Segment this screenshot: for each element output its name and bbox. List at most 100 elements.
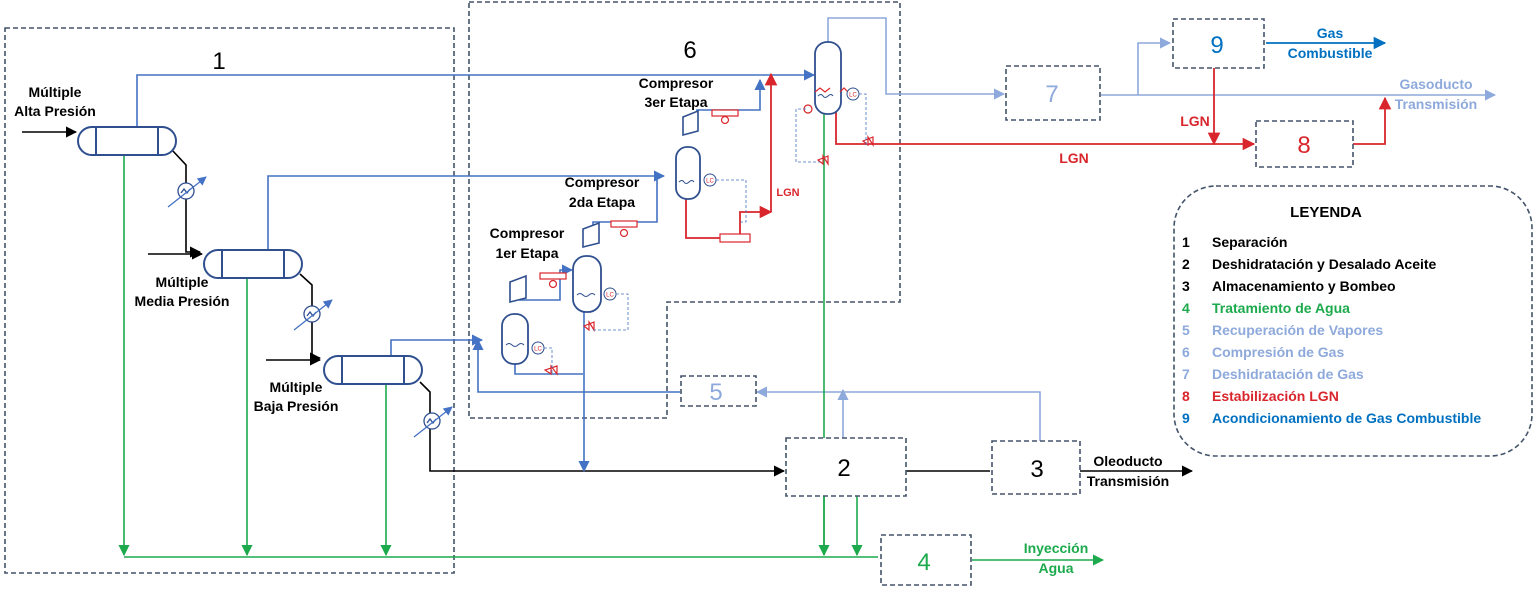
lp-to-area2-line <box>419 381 786 477</box>
compressor-3-label-1: Compresor <box>639 75 714 91</box>
lp-separator <box>323 355 423 385</box>
stabilizer-overhead <box>827 17 1006 100</box>
compressor-3-icon <box>682 109 699 137</box>
compressor-2-label-2: 2da Etapa <box>569 194 635 210</box>
pump-icon <box>719 233 751 243</box>
area-9-box <box>1172 18 1265 69</box>
heat-exchangers <box>167 176 453 438</box>
gas-lines <box>136 69 816 473</box>
valve-3-icon <box>816 153 829 167</box>
injection-label-1: Inyección <box>1024 540 1089 556</box>
area-number-4: 4 <box>917 549 930 576</box>
oleoducto-label-2: Transmisión <box>1087 473 1169 489</box>
mp-manifold-label-2: Media Presión <box>135 293 230 309</box>
area-number-3: 3 <box>1030 456 1043 483</box>
area-6-boundary <box>468 1 901 419</box>
legend-item-text: Acondicionamiento de Gas Combustible <box>1212 410 1481 426</box>
area-1-boundary <box>4 27 455 574</box>
valve-4-icon <box>861 134 874 148</box>
area-number-9: 9 <box>1210 32 1223 59</box>
stream-labels: LGN LGN LGN Gas Combustible Gasoducto Tr… <box>776 25 1477 576</box>
scrubber-1 <box>501 313 529 365</box>
flow-element-2-icon <box>610 220 638 228</box>
comp1-discharge <box>519 264 574 301</box>
fuel-gas-label-2: Combustible <box>1288 45 1373 61</box>
svg-text:LC: LC <box>849 93 857 99</box>
area-number-2: 2 <box>837 455 850 482</box>
equipment-labels: Múltiple Alta Presión Múltiple Media Pre… <box>14 75 714 414</box>
area-boxes <box>680 18 1354 586</box>
hp-gas-line <box>136 69 816 127</box>
vapor-lines <box>755 17 1497 441</box>
area-5-box <box>680 375 757 407</box>
area-number-8: 8 <box>1297 132 1310 159</box>
gasoducto-label-1: Gasoducto <box>1399 76 1472 92</box>
lc-4-icon: LC <box>846 87 860 101</box>
heat-exchanger-2-icon <box>293 299 333 331</box>
legend-item-number: 8 <box>1182 388 1190 404</box>
legend-title: LEYENDA <box>1290 204 1362 221</box>
lc-2-icon: LC <box>603 287 617 301</box>
level-controllers: LC LC LC LC <box>531 87 860 355</box>
legend-item-text: Recuperación de Vapores <box>1212 322 1383 338</box>
legend-item-text: Deshidratación y Desalado Aceite <box>1212 256 1437 272</box>
control-signals <box>544 93 867 374</box>
legend-item-text: Estabilización LGN <box>1212 388 1339 404</box>
heat-exchanger-1-icon <box>167 176 207 208</box>
area-number-1: 1 <box>212 48 225 75</box>
area-number-6: 6 <box>683 37 696 64</box>
lp-manifold-label-1: Múltiple <box>270 379 323 395</box>
vru-return-line <box>472 338 680 393</box>
hp-manifold-label-1: Múltiple <box>29 84 82 100</box>
scrubber-2 <box>572 255 602 313</box>
legend-item-number: 1 <box>1182 234 1190 250</box>
area-boundaries <box>4 1 901 574</box>
vapor-header <box>755 386 1041 441</box>
legend-item-text: Deshidratación de Gas <box>1212 366 1364 382</box>
area-2-box <box>785 437 907 497</box>
area-7-box <box>1005 65 1101 121</box>
legend-item-number: 9 <box>1182 410 1190 426</box>
scrubber-3 <box>675 146 701 200</box>
compressor-1-icon <box>509 274 527 304</box>
lp-manifold-label-2: Baja Presión <box>254 398 339 414</box>
mp-manifold-label-1: Múltiple <box>156 274 209 290</box>
injection-label-2: Agua <box>1039 560 1074 576</box>
area-4-box <box>880 534 972 586</box>
valve-1-icon <box>543 364 558 376</box>
legend-item-text: Compresión de Gas <box>1212 344 1344 360</box>
stabilizer-column <box>814 41 842 115</box>
lgn-main-label: LGN <box>1059 150 1089 166</box>
svg-text:LC: LC <box>706 179 714 185</box>
flow-element-1-icon <box>539 272 567 280</box>
legend-box <box>1173 185 1533 457</box>
oleoducto-label-1: Oleoducto <box>1093 453 1162 469</box>
legend-item-number: 3 <box>1182 278 1190 294</box>
compressor-2-label-1: Compresor <box>565 174 640 190</box>
mp-gas-line <box>267 170 666 250</box>
lgn-product-line <box>835 112 1256 151</box>
area-numbers: 1 2 3 4 5 6 7 8 9 <box>212 32 1310 576</box>
lp-gas-line <box>390 334 484 356</box>
lc-3-icon: LC <box>703 173 717 187</box>
area-3-box <box>991 440 1081 495</box>
flow-element-3-icon <box>711 109 739 117</box>
legend-item-number: 5 <box>1182 322 1190 338</box>
to-fuel-gas-line <box>1137 37 1172 95</box>
lgn-8-out <box>1353 96 1392 145</box>
legend-item-text: Separación <box>1212 234 1287 250</box>
valve-2-icon <box>582 319 595 333</box>
lgn-from-scrubber3 <box>685 198 773 239</box>
scrubber1-liquid <box>514 362 583 375</box>
area-8-box <box>1255 120 1354 168</box>
legend-item-number: 7 <box>1182 366 1190 382</box>
svg-text:LC: LC <box>606 293 614 299</box>
separators <box>77 126 423 385</box>
red-instrumentation <box>539 87 874 376</box>
heat-exchanger-3-icon <box>413 406 453 438</box>
hp-manifold-label-2: Alta Presión <box>14 103 96 119</box>
hp-separator <box>77 126 177 156</box>
